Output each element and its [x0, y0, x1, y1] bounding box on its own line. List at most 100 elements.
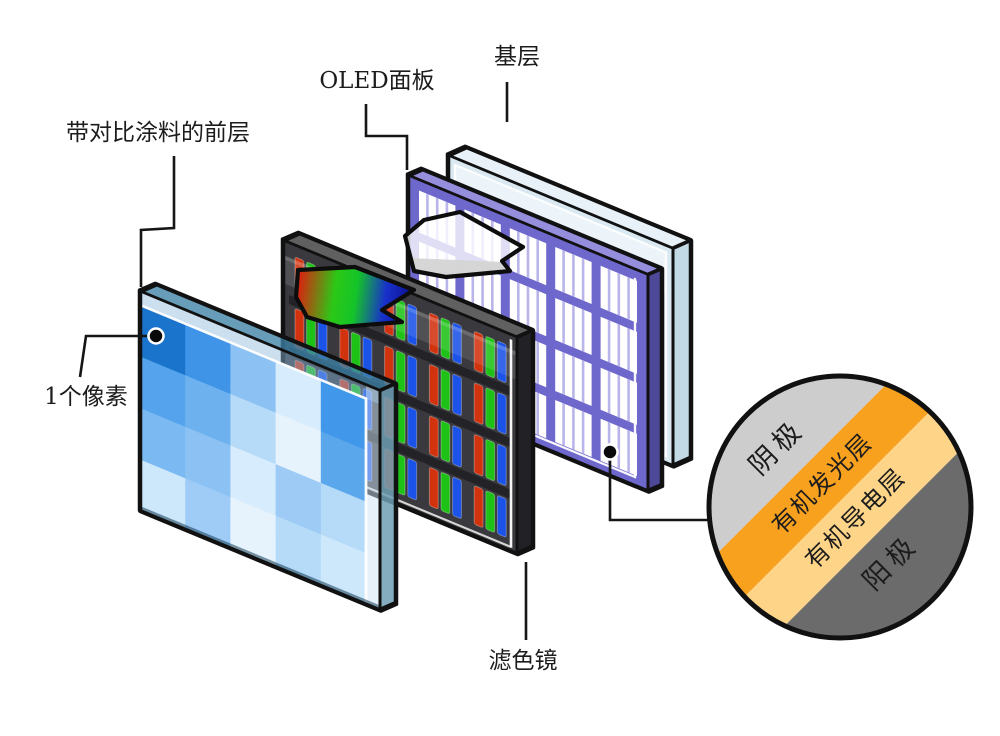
front-glass-highlight	[140, 303, 368, 606]
light-arrow-rgb	[293, 264, 417, 330]
oled-slot-mullion	[581, 359, 585, 404]
leader-front-layer	[139, 156, 176, 287]
front-glass-top-margin	[140, 291, 380, 405]
oled-slot-mullion	[627, 429, 630, 473]
filter-side-edge	[515, 328, 535, 556]
oled-slot-mullion	[562, 351, 565, 395]
pixel-cell	[230, 445, 277, 517]
filter-bar	[452, 425, 462, 468]
oled-slot-mullion	[536, 290, 539, 334]
filter-bar	[473, 485, 484, 528]
filter-bar	[428, 312, 439, 355]
oled-slot-mullion	[526, 286, 530, 330]
pixel-cell	[230, 342, 277, 414]
oled-slot-mullion	[581, 257, 585, 302]
label-base-layer: 基层	[494, 44, 540, 70]
pixel-cell	[320, 482, 367, 554]
filter-bar	[485, 336, 496, 379]
oled-slot-mullion	[607, 370, 611, 414]
filter-bar	[440, 420, 451, 463]
filter-bar	[473, 382, 484, 425]
oled-slot-mullion	[581, 308, 585, 353]
label-one-pixel: 1个像素	[44, 384, 128, 410]
oled-slot-mullion	[607, 268, 611, 312]
oled-slot-mullion	[627, 276, 630, 320]
magnifier-outline	[706, 373, 974, 641]
oled-slot-mullion	[536, 392, 539, 436]
oled-slot-mullion	[572, 406, 575, 451]
filter-bar	[407, 355, 418, 398]
pixel-cell	[140, 356, 186, 428]
oled-slot-mullion	[572, 304, 575, 349]
oled-slot-mullion	[536, 341, 539, 385]
pixel-cell	[185, 426, 231, 498]
leader-lines	[78, 82, 733, 640]
filter-bar	[407, 406, 418, 449]
oled-slot-mullion	[526, 235, 530, 279]
filter-bar	[428, 364, 439, 407]
filter-bar	[496, 495, 507, 538]
oled-slot-mullion	[627, 327, 630, 371]
filter-bar	[395, 350, 406, 393]
oled-slot-mullion	[562, 249, 565, 293]
leader-oled-panel	[364, 104, 409, 170]
oled-slot-mullion	[617, 272, 621, 316]
filter-bar	[452, 373, 462, 416]
filter-bar	[452, 322, 462, 365]
filter-bar	[452, 476, 462, 519]
pixel-marker-dot	[147, 327, 165, 345]
rgb-arrow-outline	[293, 264, 417, 330]
oled-slot-mullion	[572, 355, 575, 400]
filter-bar	[428, 415, 439, 458]
pixel-cell	[275, 464, 322, 536]
pixel-cell	[320, 431, 367, 503]
pixel-cell	[185, 375, 231, 447]
leader-cross-section	[608, 459, 733, 522]
pixel-cell	[185, 323, 231, 395]
base-layer-side-edge	[671, 238, 693, 468]
oled-slot-mullion	[607, 319, 611, 363]
oled-slot-mullion	[617, 323, 621, 367]
filter-bar	[473, 434, 484, 477]
light-arrow-white	[402, 209, 526, 280]
oled-slot-mullion	[617, 425, 621, 469]
front-outline	[137, 281, 399, 613]
label-oled-panel: OLED面板	[319, 68, 434, 94]
front-glass-right-margin	[366, 384, 380, 611]
filter-bar	[407, 303, 418, 346]
pixel-cell	[275, 361, 322, 433]
filter-bar	[473, 331, 484, 374]
cross-section-band	[660, 327, 979, 646]
callout-labels: 基层 OLED面板 带对比涂料的前层 1个像素 滤色镜	[44, 44, 557, 674]
label-front-layer: 带对比涂料的前层	[66, 120, 250, 146]
oled-slot-mullion	[517, 282, 520, 326]
pixel-cell	[320, 379, 367, 451]
filter-bar	[485, 439, 496, 482]
oled-slot-mullion	[481, 267, 484, 311]
oled-slot-mullion	[536, 239, 539, 283]
filter-bar	[496, 443, 507, 486]
oled-slot-mullion	[627, 378, 630, 422]
filter-bar	[428, 467, 439, 510]
oled-slot-mullion	[572, 253, 575, 298]
filter-bar	[496, 340, 507, 383]
front-bottom-shade	[140, 506, 380, 610]
front-layer-panel	[137, 281, 399, 613]
filter-bar	[440, 369, 451, 411]
filter-bar	[485, 387, 496, 430]
filter-bar	[496, 392, 507, 435]
oled-slot-mullion	[491, 271, 494, 315]
cross-section-band	[695, 362, 1000, 681]
leader-one-pixel	[78, 334, 147, 378]
oled-slot-mullion	[562, 402, 565, 446]
front-side-edge	[378, 381, 398, 613]
pixel-cell	[275, 412, 322, 484]
pixel-cell	[140, 408, 186, 480]
white-arrow-outline	[402, 209, 526, 280]
label-color-filter: 滤色镜	[489, 648, 558, 674]
filter-bar	[440, 317, 451, 360]
pixel-cell	[230, 393, 277, 466]
oled-slot-mullion	[581, 410, 585, 455]
